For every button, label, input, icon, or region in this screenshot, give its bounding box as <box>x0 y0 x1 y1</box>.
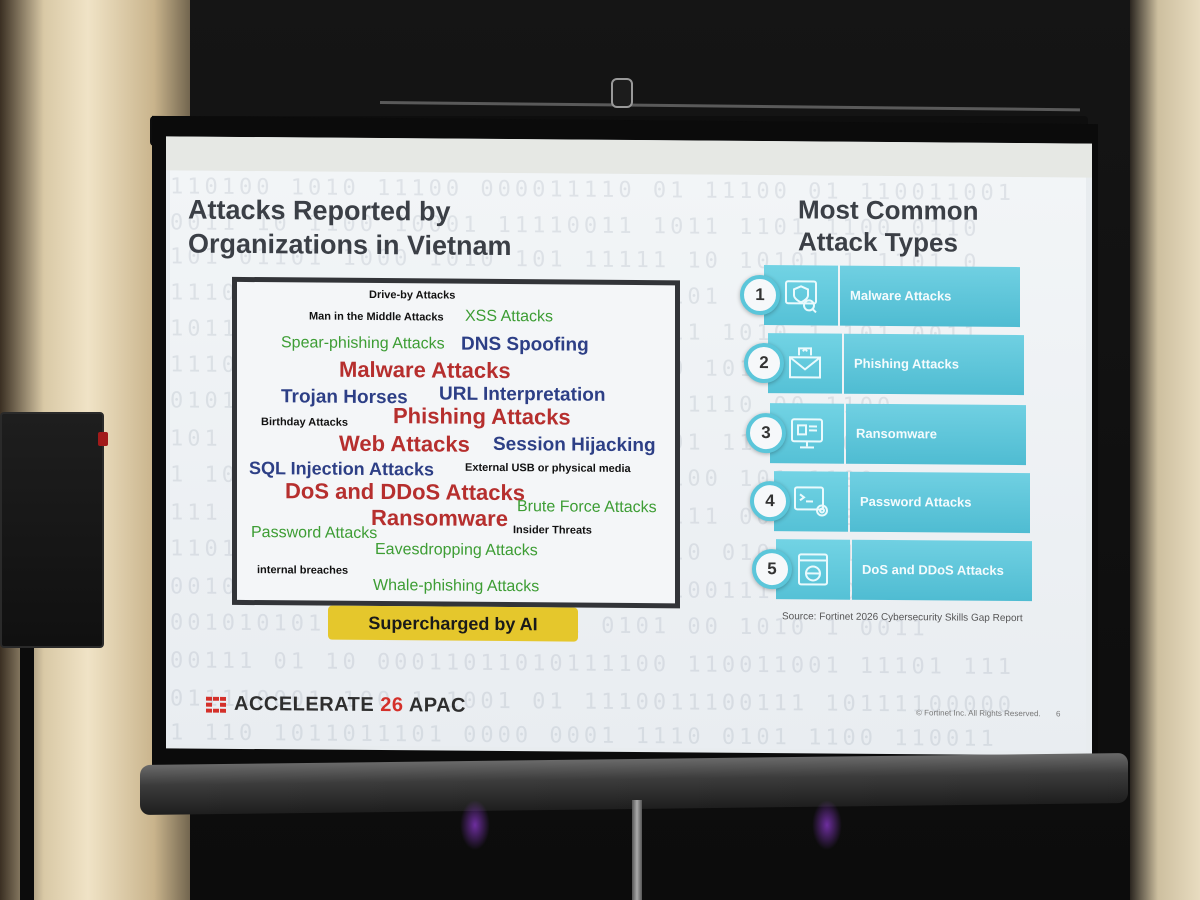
logo-number: 26 <box>380 694 404 717</box>
copyright-notice: © Fortinet Inc. All Rights Reserved. <box>916 708 1041 719</box>
attack-type-label: Malware Attacks <box>840 265 1020 328</box>
word-cloud-term: Eavesdropping Attacks <box>375 541 538 560</box>
logo-prefix: ACCELERATE <box>234 692 381 717</box>
logo-text: ACCELERATE 26 APAC <box>234 693 466 718</box>
word-cloud-term: Whale-phishing Attacks <box>373 576 540 596</box>
attack-type-row: DoS and DDoS Attacks 5 <box>752 539 1038 602</box>
attack-type-label: Phishing Attacks <box>844 333 1024 396</box>
rank-badge: 1 <box>740 274 780 316</box>
word-cloud-term: External USB or physical media <box>465 461 631 476</box>
rank-badge: 4 <box>750 480 790 522</box>
word-cloud-term: Phishing Attacks <box>393 403 571 430</box>
attack-type-row: Malware Attacks 1 <box>740 265 1026 328</box>
rank-badge: 3 <box>746 412 786 454</box>
word-cloud-term: Man in the Middle Attacks <box>309 310 444 324</box>
word-cloud-term: DNS Spoofing <box>461 333 589 356</box>
word-cloud-term: XSS Attacks <box>465 307 554 326</box>
supercharged-by-ai-banner: Supercharged by AI <box>328 605 578 642</box>
malware-shield-icon <box>764 265 838 326</box>
word-cloud-term: Drive-by Attacks <box>369 288 456 302</box>
attack-type-row: Ransomware 3 <box>746 403 1032 466</box>
attack-type-row: Phishing Attacks 2 <box>744 333 1030 396</box>
ddos-window-icon <box>776 539 850 600</box>
word-cloud-term: Insider Threats <box>513 524 592 537</box>
accelerate-logo: ACCELERATE 26 APAC <box>206 693 466 718</box>
speaker-indicator <box>98 432 108 446</box>
password-gear-icon <box>774 471 848 532</box>
right-title-line: Most Common <box>798 194 979 226</box>
right-wall <box>1130 0 1200 900</box>
slide-page-number: 6 <box>1056 709 1061 719</box>
word-cloud-term: Malware Attacks <box>339 356 511 384</box>
presentation-slide: 110100 1010 11100 000011110 01 11100 01 … <box>170 170 1086 752</box>
word-cloud-term: Trojan Horses <box>281 386 408 409</box>
left-slide-title: Attacks Reported by Organizations in Vie… <box>188 193 548 264</box>
word-cloud-term: SQL Injection Attacks <box>249 458 435 480</box>
stage-light-glow <box>460 800 490 850</box>
projection-screen: 110100 1010 11100 000011110 01 11100 01 … <box>166 136 1092 756</box>
attack-type-label: DoS and DDoS Attacks <box>852 539 1032 602</box>
phishing-envelope-icon <box>768 333 842 394</box>
binary-background: 00111 01 10 00011011010111100 110011001 … <box>170 648 1016 681</box>
speaker-stand <box>20 648 34 900</box>
word-cloud-term: Birthday Attacks <box>261 416 349 429</box>
word-cloud-term: DoS and DDoS Attacks <box>285 478 526 506</box>
word-cloud-term: Web Attacks <box>339 430 470 457</box>
word-cloud-term: Ransomware <box>371 504 508 532</box>
word-cloud-term: internal breaches <box>257 564 349 577</box>
left-title-line: Organizations in Vietnam <box>188 228 512 262</box>
ransomware-monitor-icon <box>770 403 844 464</box>
loudspeaker <box>0 412 104 648</box>
word-cloud-term: Session Hijacking <box>493 433 656 457</box>
rank-badge: 5 <box>752 548 792 590</box>
source-citation: Source: Fortinet 2026 Cybersecurity Skil… <box>782 611 1023 625</box>
stage-light-glow <box>812 800 842 850</box>
word-cloud-term: Password Attacks <box>251 524 378 543</box>
right-title-line: Attack Types <box>798 226 958 258</box>
screen-support-pole <box>632 800 642 900</box>
logo-suffix: APAC <box>403 694 466 717</box>
word-cloud-term: Spear-phishing Attacks <box>281 334 445 353</box>
right-slide-title: Most Common Attack Types <box>798 193 1038 259</box>
rank-badge: 2 <box>744 342 784 384</box>
left-title-line: Attacks Reported by <box>188 194 451 227</box>
binary-background: 1 110 1011011101 0000 0001 1110 0101 110… <box>170 720 998 752</box>
attack-type-label: Password Attacks <box>850 471 1030 534</box>
screen-hook <box>611 78 633 108</box>
attack-type-row: Password Attacks 4 <box>750 471 1036 534</box>
word-cloud-term: Brute Force Attacks <box>517 498 657 517</box>
fortinet-logo-icon <box>206 696 226 713</box>
attack-word-cloud: Drive-by Attacks Man in the Middle Attac… <box>232 276 680 609</box>
attack-type-label: Ransomware <box>846 403 1026 466</box>
